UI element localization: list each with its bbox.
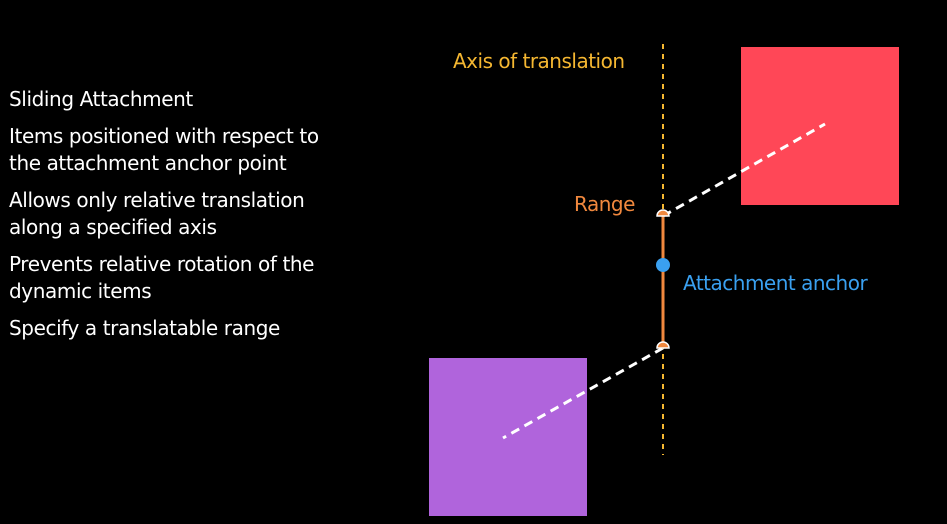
bullet-item: Items positioned with respect to the att… (9, 124, 319, 175)
axis-of-translation-label: Axis of translation (453, 49, 625, 73)
range-end-marker (656, 341, 670, 349)
bullet-item: Sliding Attachment (9, 87, 193, 111)
bullet-item: Specify a translatable range (9, 316, 280, 340)
bottom-connector-line (502, 346, 664, 440)
bottom-dynamic-item (429, 358, 587, 516)
bullet-item: Allows only relative translation along a… (9, 188, 305, 239)
top-connector-line (662, 122, 826, 218)
range-start-marker (656, 209, 670, 217)
bullet-item: Prevents relative rotation of the dynami… (9, 252, 315, 303)
bullet-list: Sliding Attachment Items positioned with… (9, 86, 349, 352)
attachment-anchor-label: Attachment anchor (683, 271, 868, 295)
attachment-anchor-point (656, 258, 670, 272)
range-label: Range (574, 192, 635, 216)
